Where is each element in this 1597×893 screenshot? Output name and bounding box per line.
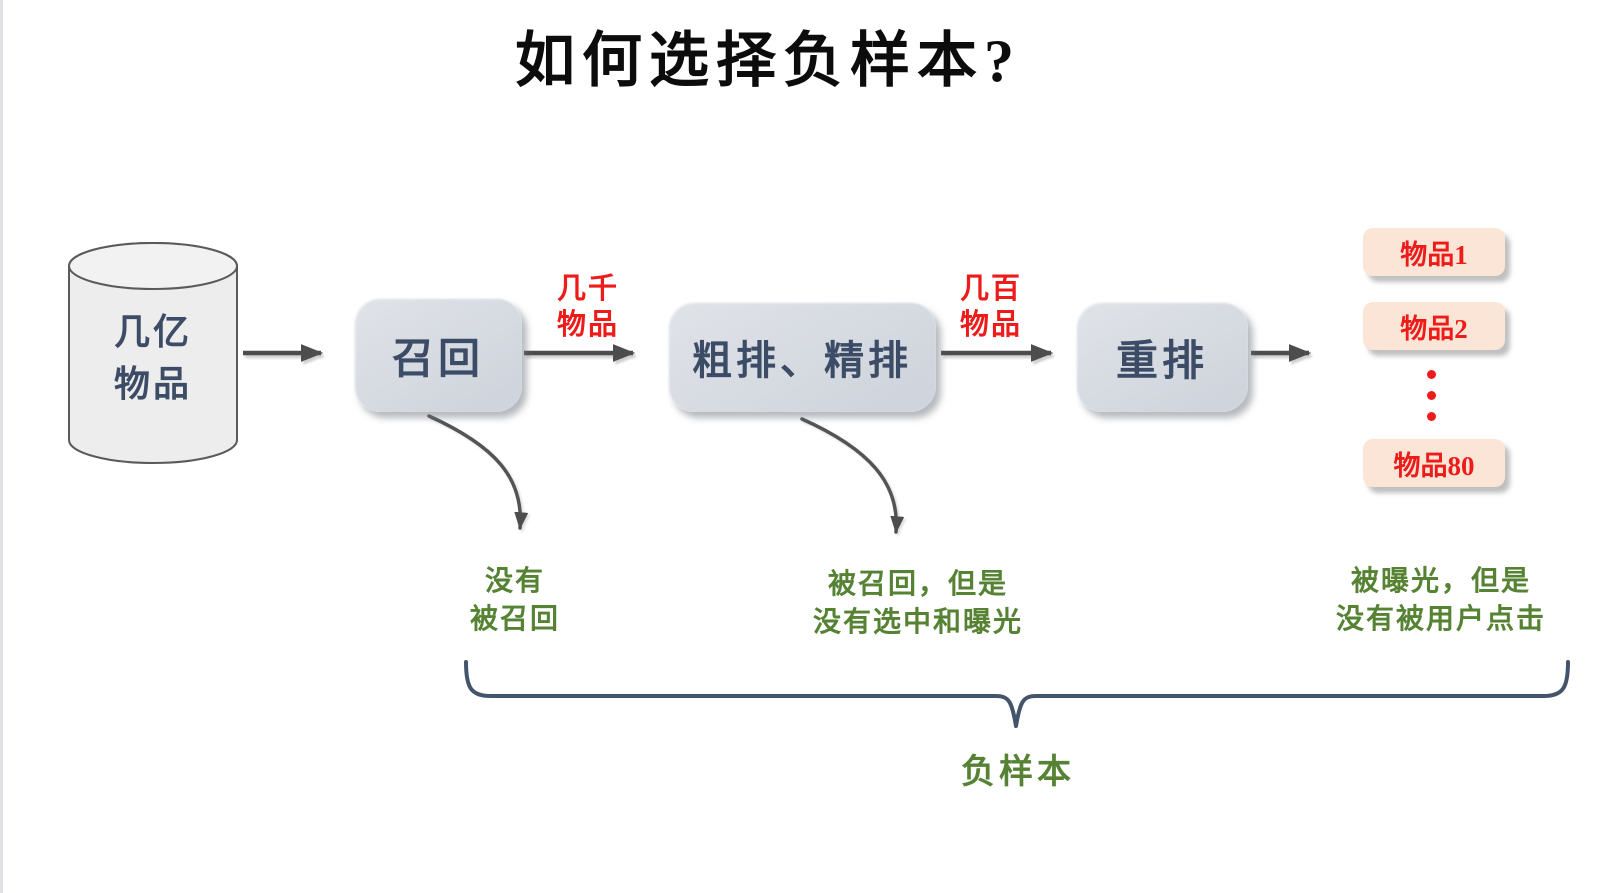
output-item-80-label: 物品80 xyxy=(1393,450,1475,481)
flow-volume-1-line2: 物品 xyxy=(556,309,619,341)
source-items-line2: 物品 xyxy=(113,364,192,404)
vertical-ellipsis xyxy=(1427,370,1436,421)
annotation-1-line2: 被召回 xyxy=(469,604,560,635)
leak-arrow-not-recalled xyxy=(427,414,529,530)
items-database-cylinder xyxy=(68,241,238,465)
flow-volume-2-line1: 几百 xyxy=(959,273,1022,305)
annotation-not-clicked: 被曝光，但是 没有被用户点击 xyxy=(1231,563,1597,639)
flow-volume-2-line2: 物品 xyxy=(959,309,1022,341)
stage-box-recall: 召回 xyxy=(354,298,522,412)
annotation-not-recalled: 没有 被召回 xyxy=(405,563,625,639)
stage-recall-label: 召回 xyxy=(391,336,484,383)
flow-volume-label-thousands: 几千 物品 xyxy=(526,271,650,343)
annotation-2-line1: 被召回，但是 xyxy=(827,569,1008,600)
negative-samples-label: 负样本 xyxy=(961,754,1075,791)
annotation-not-selected: 被召回，但是 没有选中和曝光 xyxy=(708,566,1128,642)
output-item-80: 物品80 xyxy=(1363,439,1505,487)
flow-volume-label-hundreds: 几百 物品 xyxy=(929,271,1053,343)
output-item-2: 物品2 xyxy=(1363,302,1505,350)
diagram-shapes xyxy=(68,241,1570,728)
ellipsis-dot xyxy=(1427,391,1436,400)
output-item-2-label: 物品2 xyxy=(1400,313,1468,344)
output-item-1-label: 物品1 xyxy=(1400,239,1468,270)
ellipsis-dot xyxy=(1427,412,1436,421)
leak-arrow-not-selected xyxy=(800,417,905,534)
stage-rerank-label: 重排 xyxy=(1115,338,1208,385)
source-items-label: 几亿 物品 xyxy=(81,306,225,410)
annotation-3-line1: 被曝光，但是 xyxy=(1350,566,1531,597)
negative-samples-brace xyxy=(464,660,1570,728)
output-item-1: 物品1 xyxy=(1363,228,1505,276)
source-items-line1: 几亿 xyxy=(113,312,192,352)
annotation-1-line1: 没有 xyxy=(484,566,545,597)
stage-ranking-label: 粗排、精排 xyxy=(692,338,912,383)
ellipsis-dot xyxy=(1427,370,1436,379)
annotation-3-line2: 没有被用户点击 xyxy=(1335,604,1546,635)
page-title: 如何选择负样本? xyxy=(515,28,1021,94)
stage-box-ranking: 粗排、精排 xyxy=(668,302,936,412)
annotation-2-line2: 没有选中和曝光 xyxy=(812,607,1023,638)
flow-volume-1-line1: 几千 xyxy=(556,273,619,305)
stage-box-rerank: 重排 xyxy=(1076,302,1248,412)
